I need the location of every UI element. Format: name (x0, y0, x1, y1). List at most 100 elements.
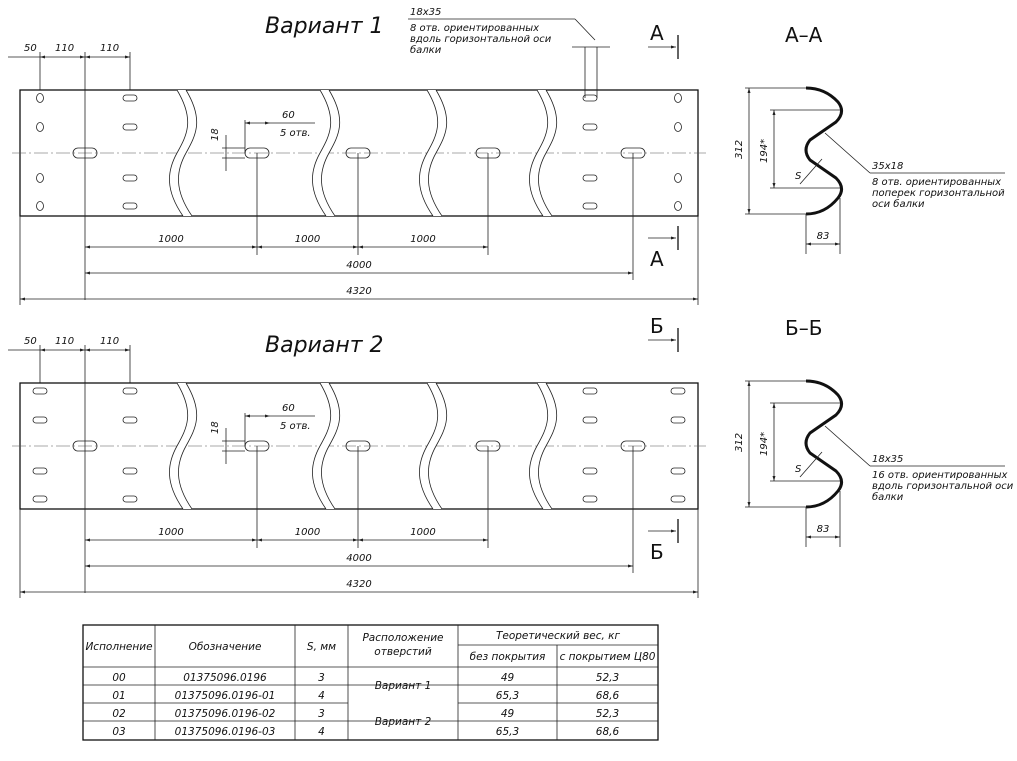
thickness-label: S (795, 171, 802, 182)
hole-count-label: 5 отв. (280, 128, 311, 139)
cell-execution: 02 (112, 708, 126, 720)
header-execution: Исполнение (85, 641, 152, 653)
slot-hole (582, 416, 598, 424)
hole-count-label: 5 отв. (280, 421, 311, 432)
section-note-size: 35x18 (872, 161, 903, 172)
break-gap (529, 383, 556, 509)
break-line (419, 382, 439, 510)
header-layout: Расположение (362, 632, 443, 644)
slot-hole (122, 123, 138, 131)
break-gap (169, 90, 196, 216)
dim-1000-label: 1000 (410, 527, 435, 538)
header-designation: Обозначение (189, 641, 262, 653)
slot-hole (582, 387, 598, 395)
break-gap (419, 383, 446, 509)
round-hole (674, 201, 682, 211)
slot-hole (582, 467, 598, 475)
beam-profile (804, 86, 843, 216)
thickness-dim (799, 451, 823, 478)
round-hole (674, 122, 682, 132)
slot-hole (122, 94, 138, 102)
leader (824, 425, 871, 467)
break-line (428, 89, 448, 217)
cell-coat: 52,3 (596, 708, 619, 720)
dim-50-label: 50 (24, 43, 37, 54)
dim-83-label: 83 (817, 524, 830, 535)
section-note-size: 18x35 (872, 454, 903, 465)
break-line (312, 89, 332, 217)
cell-execution: 01 (112, 690, 125, 702)
section-letter: Б (650, 314, 664, 338)
slot-hole (32, 387, 48, 395)
dim-194-label: 194* (759, 139, 770, 163)
cell-execution: 03 (112, 726, 125, 738)
section-title: Б–Б (785, 316, 822, 340)
variant-title: Вариант 2 (265, 333, 384, 358)
break-line (529, 89, 549, 217)
round-hole (36, 173, 44, 183)
round-hole (674, 173, 682, 183)
header-weight: Теоретический вес, кг (496, 630, 621, 642)
dim-4000-label: 4000 (346, 553, 371, 564)
dim-1000-label: 1000 (295, 527, 320, 538)
break-line (321, 89, 341, 217)
break-line (419, 89, 439, 217)
break-line (428, 382, 448, 510)
dim-4320-label: 4320 (346, 286, 371, 297)
hole-size-label: 60 (282, 110, 295, 121)
center-slot (72, 440, 98, 452)
section-note-line: 8 отв. ориентированных (872, 177, 1001, 188)
cell-layout: Вариант 2 (375, 716, 432, 728)
table-border (82, 624, 659, 741)
dim-1000-label: 1000 (158, 527, 183, 538)
section-letter: А (650, 21, 664, 45)
dim-83-label: 83 (817, 231, 830, 242)
slot-note-line: 8 отв. ориентированных (410, 23, 539, 34)
cell-coat: 68,6 (596, 726, 620, 738)
break-line (529, 382, 549, 510)
header-no-coat: без покрытия (470, 651, 546, 663)
break-line (538, 89, 558, 217)
slot-hole (122, 416, 138, 424)
cell-no-coat: 65,3 (496, 690, 519, 702)
hole-width-label: 18 (210, 128, 221, 141)
round-hole (36, 93, 44, 103)
section-note-line: 16 отв. ориентированных (872, 470, 1008, 481)
slot-hole (670, 495, 686, 503)
section-note-line: балки (872, 491, 904, 503)
slot-hole (122, 174, 138, 182)
section-note-line: оси балки (872, 198, 925, 210)
beam-profile (804, 379, 843, 509)
cell-coat: 52,3 (596, 672, 619, 684)
break-gap (169, 383, 196, 509)
slot-hole (670, 467, 686, 475)
dim-4000-label: 4000 (346, 260, 371, 271)
cell-s: 4 (318, 726, 325, 738)
slot-hole (670, 387, 686, 395)
header-layout: отверстий (374, 646, 432, 658)
leader (574, 18, 596, 41)
cell-execution: 00 (112, 672, 126, 684)
slot-hole (122, 467, 138, 475)
cell-s: 3 (318, 672, 325, 684)
section-note-line: вдоль горизонтальной оси (872, 481, 1014, 492)
dim-1000-label: 1000 (295, 234, 320, 245)
break-line (169, 382, 189, 510)
variant-title: Вариант 1 (265, 14, 384, 39)
dim-110-label: 110 (55, 43, 74, 54)
break-gap (312, 383, 339, 509)
break-gap (312, 90, 339, 216)
hole-width-label: 18 (210, 421, 221, 434)
break-line (178, 382, 198, 510)
slot-note-line: вдоль горизонтальной оси (410, 34, 552, 45)
slot-hole (582, 123, 598, 131)
break-line (169, 89, 189, 217)
dim-1000-label: 1000 (158, 234, 183, 245)
break-line (312, 382, 332, 510)
section-letter: А (650, 247, 664, 271)
